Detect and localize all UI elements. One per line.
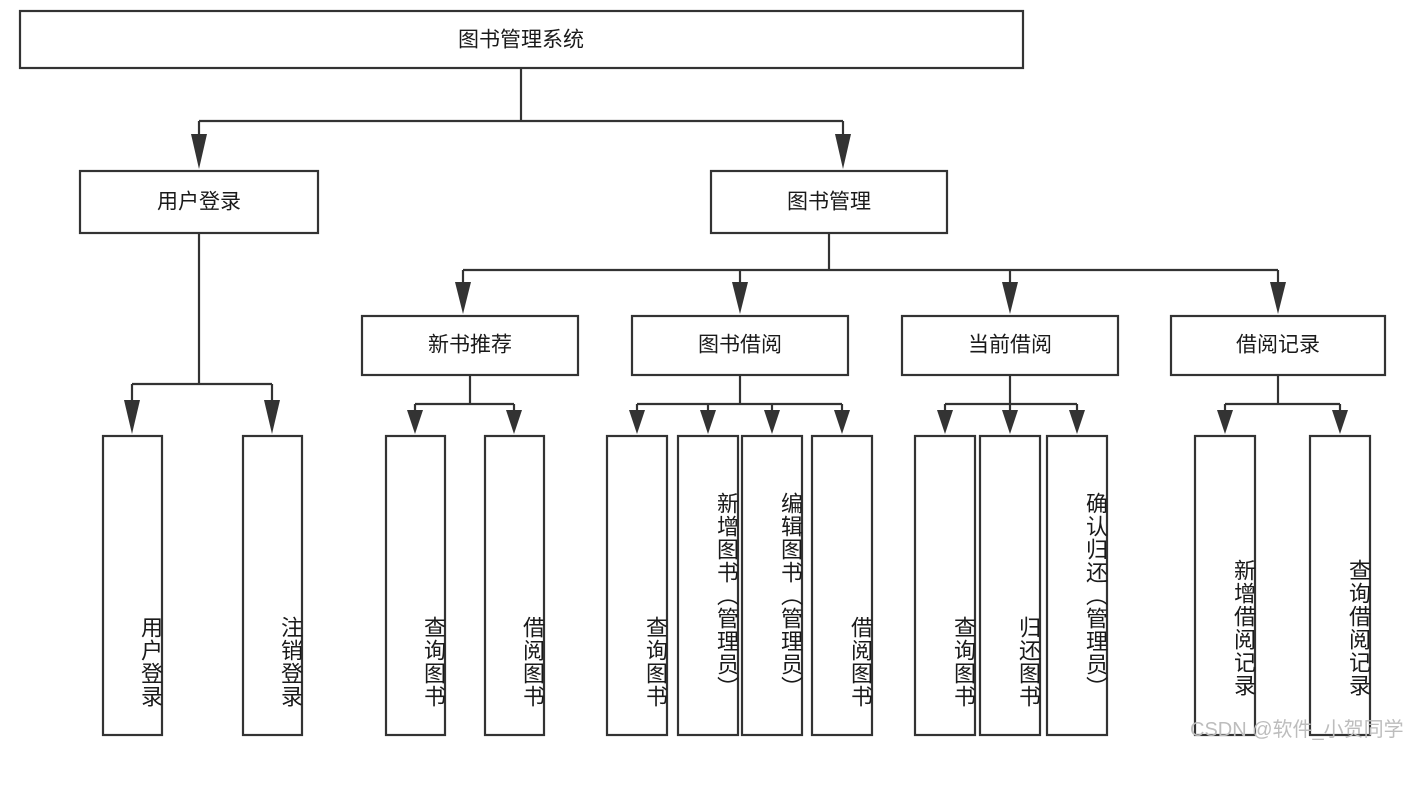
arrow-head-icon	[124, 400, 140, 434]
connector-currentborrow-to-leaves	[937, 375, 1085, 434]
leaf-box-borrowrecord-add[interactable]	[1193, 434, 1257, 737]
leaf-box-currentborrow-query[interactable]	[913, 434, 977, 737]
node-current-borrow[interactable]: 当前借阅	[900, 314, 1120, 377]
node-book-management[interactable]: 图书管理	[709, 169, 949, 235]
node-borrow-record[interactable]: 借阅记录	[1169, 314, 1387, 377]
arrow-head-icon	[1270, 282, 1286, 314]
node-new-book-recommend[interactable]: 新书推荐	[360, 314, 580, 377]
arrow-head-icon	[264, 400, 280, 434]
leaf-box-bookborrow-edit[interactable]	[740, 434, 804, 737]
arrow-head-icon	[937, 410, 953, 434]
diagram-canvas: 图书管理系统 用户登录 图书管理 新书推荐 图书借阅 当前借阅 借阅记录	[18, 9, 1404, 741]
arrow-head-icon	[700, 410, 716, 434]
arrow-head-icon	[1332, 410, 1348, 434]
node-root[interactable]: 图书管理系统	[18, 9, 1025, 70]
connector-bookborrow-to-leaves	[629, 375, 850, 434]
arrow-head-icon	[506, 410, 522, 434]
arrow-head-icon	[834, 410, 850, 434]
node-root-label: 图书管理系统	[458, 29, 584, 52]
node-borrow-record-label: 借阅记录	[1236, 334, 1320, 357]
tree-structure-svg: 图书管理系统 用户登录 图书管理 新书推荐 图书借阅 当前借阅 借阅记录	[18, 9, 1387, 737]
leaf-box-borrowrecord-query[interactable]	[1308, 434, 1372, 737]
arrow-head-icon	[191, 134, 207, 169]
node-user-login[interactable]: 用户登录	[78, 169, 320, 235]
arrow-head-icon	[407, 410, 423, 434]
arrow-head-icon	[1069, 410, 1085, 434]
arrow-head-icon	[764, 410, 780, 434]
arrow-head-icon	[1217, 410, 1233, 434]
watermark-text: CSDN @软件_小贺同学	[1190, 719, 1404, 741]
node-current-borrow-label: 当前借阅	[968, 334, 1052, 357]
leaf-box-currentborrow-return[interactable]	[978, 434, 1042, 737]
connector-userlogin-to-leaves	[124, 233, 280, 434]
arrow-head-icon	[455, 282, 471, 314]
leaf-box-bookborrow-borrow[interactable]	[810, 434, 874, 737]
node-book-borrow[interactable]: 图书借阅	[630, 314, 850, 377]
leaf-box-user-login-logout[interactable]	[241, 434, 304, 737]
leaf-box-currentborrow-confirm[interactable]	[1045, 434, 1109, 737]
connector-borrowrecord-to-leaves	[1217, 375, 1348, 434]
leaf-box-bookborrow-add[interactable]	[676, 434, 740, 737]
connector-root-to-level2	[191, 69, 851, 169]
leaf-box-user-login-login[interactable]	[101, 434, 164, 737]
connector-newbook-to-leaves	[407, 375, 522, 434]
leaf-box-newbook-borrow[interactable]	[483, 434, 546, 737]
leaf-box-bookborrow-query[interactable]	[605, 434, 669, 737]
arrow-head-icon	[835, 134, 851, 169]
node-user-login-label: 用户登录	[157, 191, 241, 214]
arrow-head-icon	[1002, 410, 1018, 434]
node-book-management-label: 图书管理	[787, 191, 871, 214]
arrow-head-icon	[732, 282, 748, 314]
leaf-box-newbook-query[interactable]	[384, 434, 447, 737]
node-book-borrow-label: 图书借阅	[698, 334, 782, 357]
node-new-book-recommend-label: 新书推荐	[428, 334, 512, 357]
arrow-head-icon	[629, 410, 645, 434]
connector-bookmgmt-to-level3	[455, 233, 1286, 314]
arrow-head-icon	[1002, 282, 1018, 314]
